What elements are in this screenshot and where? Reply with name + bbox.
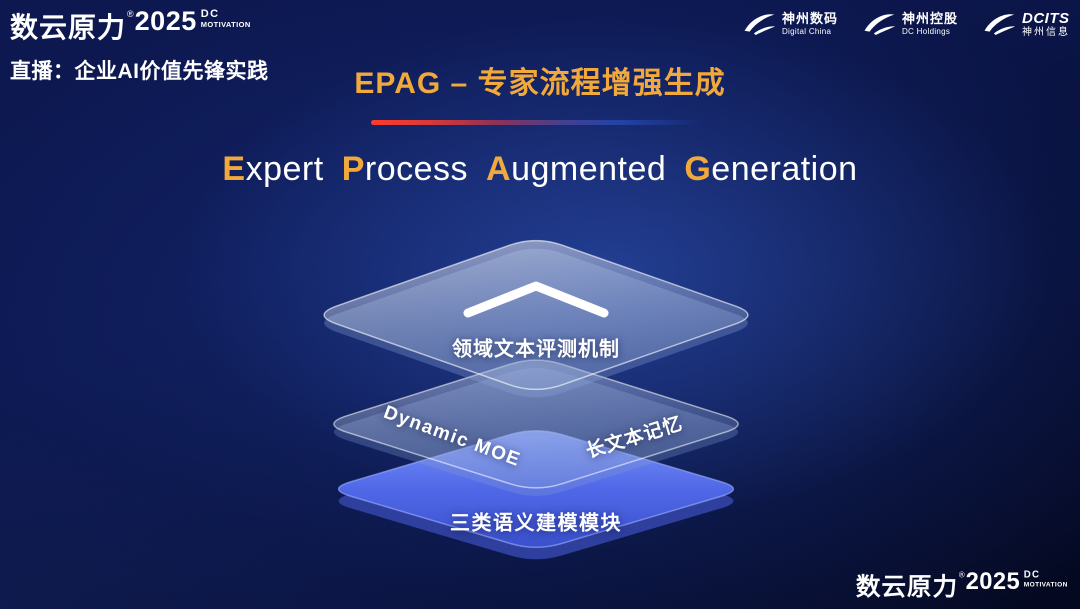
partner-text: 神州数码 Digital China (781, 11, 838, 37)
middle-layer-left-label: Dynamic MOE (380, 401, 524, 472)
top-layer (323, 239, 749, 398)
bottom-layer (337, 429, 735, 560)
bottom-layer-thickness (338, 442, 734, 560)
brand-logo-bottom-right: 数云原力 ® 2025 DC MOTIVATION (856, 568, 1068, 603)
live-stream-label: 直播：企业AI价值先锋实践 (10, 60, 269, 83)
bottom-layer-label: 三类语义建模模块 (450, 512, 622, 535)
brand-year: 2025 (134, 6, 197, 36)
title-rest: rocess (364, 150, 469, 188)
title-rest: ugmented (511, 150, 667, 188)
brand-logo-top-left: 数云原力 ® 2025 DC MOTIVATION (10, 6, 251, 46)
partner-name-en: Digital China (781, 27, 832, 37)
partner-name-cn: 神州控股 (901, 11, 958, 27)
partner-logo-digital-china: 神州数码 Digital China (742, 11, 838, 37)
background-light-streak (0, 304, 430, 609)
title-initial: G (684, 150, 712, 188)
title-word: Generation (684, 150, 857, 188)
gradient-divider-line (371, 120, 701, 125)
brand-subtitle: DC MOTIVATION (200, 8, 251, 29)
partner-text: 神州控股 DC Holdings (901, 11, 958, 37)
title-initial: P (341, 150, 365, 188)
title-word: Augmented (486, 150, 666, 188)
brand-subtitle: DC MOTIVATION (1024, 570, 1068, 587)
partner-name-cn: 神州数码 (781, 11, 838, 27)
chevron-up-icon (463, 281, 609, 318)
dcits-swoosh-icon (984, 14, 1016, 36)
brand-dc-text: DC (200, 8, 220, 20)
digital-china-swoosh-icon (744, 14, 776, 36)
middle-layer-right-label: 长文本记忆 (583, 413, 686, 463)
partner-name-en: DCITS (1022, 10, 1070, 27)
main-title: Expert Process Augmented Generation (0, 150, 1080, 189)
slide-title: EPAG – 专家流程增强生成 (354, 67, 726, 100)
partner-logo-dc-holdings: 神州控股 DC Holdings (862, 11, 958, 37)
brand-motivation-text: MOTIVATION (1024, 579, 1068, 588)
title-initial: E (222, 150, 246, 188)
partner-name-cn: 神州信息 (1022, 27, 1070, 39)
title-initial: A (486, 150, 512, 188)
partner-text: DCITS 神州信息 (1022, 10, 1070, 39)
top-layer-face (323, 239, 749, 391)
brand-year: 2025 (965, 567, 1021, 595)
brand-motivation-text: MOTIVATION (200, 19, 251, 29)
title-rest: xpert (245, 150, 324, 188)
registered-mark: ® (959, 570, 965, 580)
title-word: Process (342, 150, 468, 188)
partner-name-en: DC Holdings (901, 27, 951, 37)
dc-holdings-swoosh-icon (864, 14, 896, 36)
registered-mark: ® (127, 9, 134, 19)
title-word: Expert (222, 150, 323, 188)
partner-logos: 神州数码 Digital China 神州控股 DC Holdings DCIT… (742, 10, 1070, 39)
partner-logo-dcits: DCITS 神州信息 (982, 10, 1070, 39)
brand-name: 数云原力 (856, 573, 959, 601)
top-layer-label: 领域文本评测机制 (452, 338, 620, 361)
title-rest: eneration (711, 150, 858, 188)
brand-name: 数云原力 (10, 12, 127, 43)
brand-dc-text: DC (1024, 569, 1041, 581)
top-layer-thickness (324, 248, 748, 398)
